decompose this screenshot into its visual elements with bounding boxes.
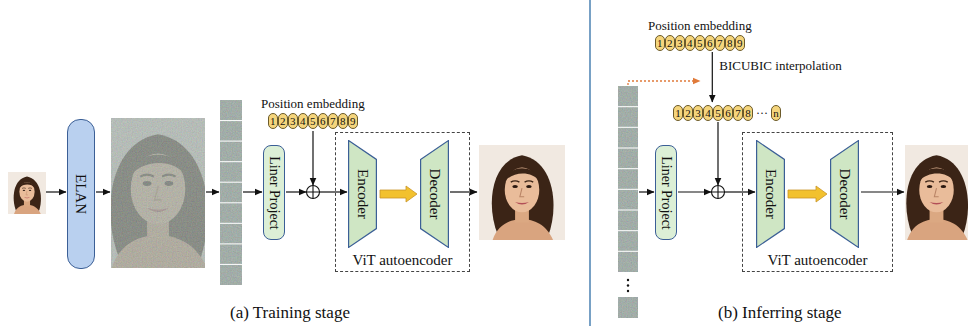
embedding-row: 12345678···n bbox=[673, 103, 781, 121]
embedding-cell: 4 bbox=[703, 105, 713, 121]
box-label: Decoder bbox=[427, 169, 443, 220]
trapezoid-shape bbox=[831, 141, 859, 248]
embedding-cell: 4 bbox=[298, 113, 308, 129]
embedding-cell: 2 bbox=[278, 113, 288, 129]
output-face bbox=[479, 145, 565, 240]
box-label: Encoder bbox=[763, 169, 779, 219]
connector bbox=[712, 52, 713, 102]
embedding-cell: 6 bbox=[723, 105, 733, 121]
embedding-title: Position embedding bbox=[648, 18, 752, 33]
subfigure-caption: (a) Training stage bbox=[230, 303, 350, 323]
embedding-cell: 3 bbox=[288, 113, 298, 129]
embedding-cell: n bbox=[771, 105, 781, 121]
arrow bbox=[450, 191, 477, 192]
feature-map bbox=[90, 118, 226, 268]
arrow bbox=[639, 191, 654, 192]
group-label: ViT autoencoder bbox=[336, 252, 469, 269]
ellipsis: ··· bbox=[753, 105, 771, 121]
arrow bbox=[725, 191, 756, 192]
group-label: ViT autoencoder bbox=[743, 252, 892, 269]
dotted-arrow bbox=[628, 81, 700, 85]
embedding-cell: 5 bbox=[713, 105, 723, 121]
add-symbol bbox=[712, 186, 725, 199]
embedding-cell: 5 bbox=[308, 113, 318, 129]
patch-strip bbox=[618, 86, 638, 318]
dashed-group: ViT autoencoder Encoder Decoder bbox=[742, 132, 893, 272]
fat-arrow bbox=[788, 186, 827, 202]
box-label: Decoder bbox=[837, 169, 853, 220]
embedding-row: Position embedding 123456789 bbox=[648, 18, 752, 51]
arrow bbox=[206, 191, 219, 192]
edge-label: BICUBIC interpolation bbox=[718, 58, 842, 73]
arrow bbox=[861, 191, 904, 192]
decoder-trapezoid: Decoder bbox=[830, 140, 859, 248]
divider bbox=[589, 0, 590, 326]
box-label: ELAN bbox=[73, 174, 89, 214]
process-box: ELAN bbox=[67, 119, 95, 269]
embedding-cells: 12345678···n bbox=[673, 105, 781, 121]
trapezoid-shape bbox=[757, 141, 785, 248]
embedding-cell: 9 bbox=[735, 35, 745, 51]
embedding-cell: 3 bbox=[675, 35, 685, 51]
dashed-group: ViT autoencoder Encoder Decoder bbox=[335, 132, 470, 272]
embedding-cell: 5 bbox=[695, 35, 705, 51]
embedding-cell: 1 bbox=[268, 113, 278, 129]
embedding-row: Position embedding 123456789 bbox=[261, 96, 365, 129]
embedding-cell: 6 bbox=[705, 35, 715, 51]
embedding-title: Position embedding bbox=[261, 96, 365, 111]
arrow bbox=[312, 131, 313, 185]
process-box: Liner Project bbox=[655, 145, 677, 240]
fat-arrow bbox=[380, 186, 417, 202]
embedding-cell: 8 bbox=[725, 35, 735, 51]
arrow bbox=[320, 191, 348, 192]
process-box: Liner Project bbox=[263, 145, 285, 240]
embedding-cell: 7 bbox=[715, 35, 725, 51]
embedding-cell: 2 bbox=[683, 105, 693, 121]
embedding-cell: 1 bbox=[673, 105, 683, 121]
embedding-cells: 123456789 bbox=[655, 35, 745, 51]
embedding-cell: 6 bbox=[318, 113, 328, 129]
embedding-cell: 9 bbox=[348, 113, 358, 129]
arrow bbox=[678, 191, 711, 192]
arrow bbox=[96, 191, 110, 192]
embedding-cell: 1 bbox=[655, 35, 665, 51]
box-label: Liner Project bbox=[658, 156, 674, 229]
embedding-cell: 7 bbox=[328, 113, 338, 129]
subfigure-caption: (b) Inferring stage bbox=[718, 303, 842, 323]
add-symbol bbox=[307, 186, 320, 199]
arrow bbox=[243, 191, 262, 192]
decoder-trapezoid: Decoder bbox=[420, 140, 449, 248]
box-label: Encoder bbox=[355, 169, 371, 219]
output-face bbox=[893, 145, 973, 240]
embedding-cell: 7 bbox=[733, 105, 743, 121]
encoder-trapezoid: Encoder bbox=[756, 140, 785, 248]
box-label: Liner Project bbox=[266, 156, 282, 229]
embedding-cell: 4 bbox=[685, 35, 695, 51]
trapezoid-shape bbox=[349, 141, 377, 248]
embedding-cell: 8 bbox=[743, 105, 753, 121]
embedding-cell: 8 bbox=[338, 113, 348, 129]
arrow bbox=[717, 122, 718, 185]
arrow bbox=[46, 191, 66, 192]
embedding-cell: 3 bbox=[693, 105, 703, 121]
trapezoid-shape bbox=[421, 141, 449, 248]
arrow bbox=[286, 191, 306, 192]
input-face bbox=[8, 172, 46, 214]
patch-strip bbox=[220, 100, 242, 285]
embedding-cells: 123456789 bbox=[268, 113, 358, 129]
embedding-cell: 2 bbox=[665, 35, 675, 51]
encoder-trapezoid: Encoder bbox=[348, 140, 377, 248]
